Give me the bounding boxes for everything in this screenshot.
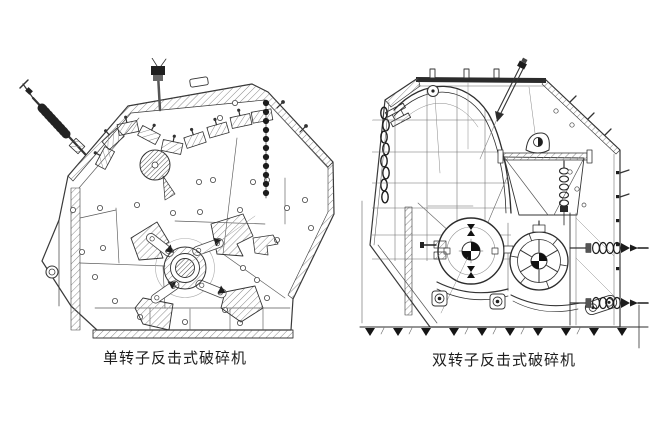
liner-panel-seams <box>78 99 329 331</box>
ground-line <box>359 326 649 336</box>
bent-liner-bracket <box>252 234 279 256</box>
pivot-lug <box>525 86 550 154</box>
rotor-assembly <box>130 213 264 331</box>
figure-double-rotor-crusher: 双转子反击式破碎机 <box>358 53 650 369</box>
frame-top-bar <box>500 152 588 161</box>
caption-double-rotor: 双转子反击式破碎机 <box>431 352 576 369</box>
curtain-pivot-disc <box>139 149 176 201</box>
center-frame <box>497 149 593 226</box>
rotor-hub <box>163 246 207 290</box>
leader-line <box>190 215 256 263</box>
figure-single-rotor-crusher: 单转子反击式破碎机 <box>15 58 335 367</box>
ground-anchors <box>365 328 627 336</box>
top-adjust-bolt <box>151 58 209 112</box>
roof-bolts <box>276 100 308 133</box>
rotor-cradle-left <box>431 281 509 310</box>
tension-spring-lower <box>569 296 649 349</box>
right-edge-band <box>287 161 335 300</box>
panel-bolts <box>553 108 587 208</box>
double-rotor-crusher-drawing <box>359 57 649 349</box>
dome-liner-arc <box>393 85 512 214</box>
tension-spring-upper <box>569 241 649 255</box>
roof-band <box>541 78 621 155</box>
rotor-left <box>437 217 505 314</box>
base-hatch-strip <box>92 329 294 339</box>
caption-single-rotor: 单转子反击式破碎机 <box>102 350 247 367</box>
vertical-spring <box>558 160 570 226</box>
frame-bolts <box>616 171 620 271</box>
top-rail <box>416 77 546 83</box>
tension-spring-rod <box>19 79 87 156</box>
single-rotor-crusher-drawing <box>19 58 335 339</box>
corner-bracket <box>45 219 60 307</box>
wall-strut <box>404 206 413 316</box>
left-rotor-clamp <box>420 240 447 260</box>
top-cover-band <box>67 83 334 182</box>
rotor-right <box>509 220 569 291</box>
impact-plate-curtain <box>93 108 274 170</box>
chain-curtain <box>380 106 390 204</box>
chain-curtain <box>262 99 270 199</box>
feed-chute-lines <box>417 174 509 292</box>
top-bolt-tabs <box>429 68 500 79</box>
tie-rod <box>479 57 528 160</box>
wall-column <box>70 187 81 331</box>
right-frame <box>569 153 630 326</box>
rotor-cradle-right <box>510 294 581 313</box>
roof-bolts <box>569 95 612 136</box>
arc-anchor-bolt <box>427 85 441 174</box>
left-wall-inner-line <box>373 101 390 246</box>
hammer-arms <box>146 233 227 304</box>
